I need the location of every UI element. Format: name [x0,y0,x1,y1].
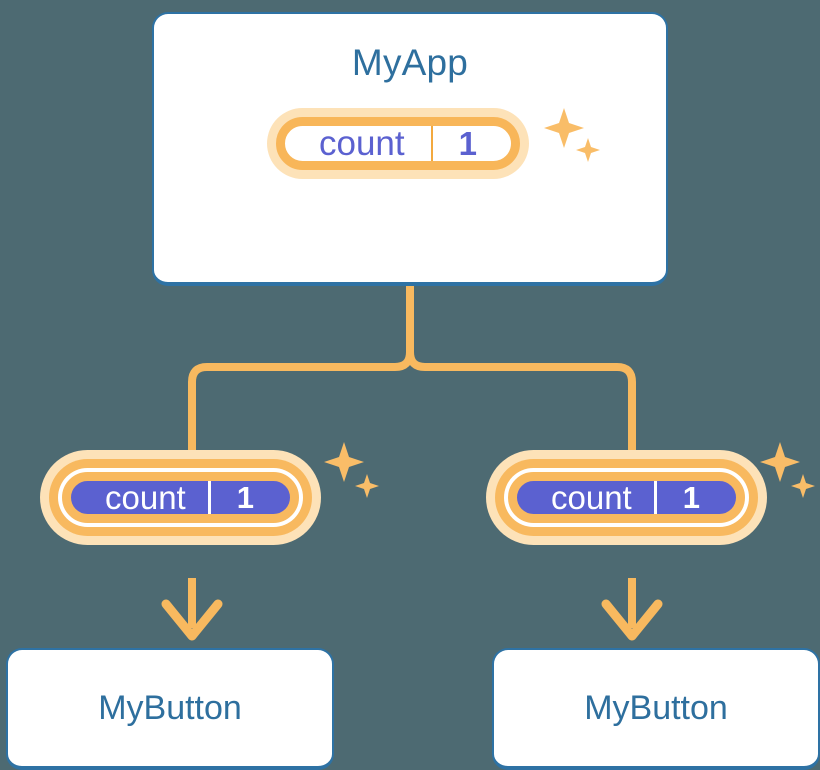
arrow-down-icon-left [161,599,223,641]
state-pill-myapp[interactable]: count 1 [276,117,520,209]
card-mybutton-title: MyButton [98,689,242,727]
state-pill-body: count 1 [276,117,520,170]
state-pill-body: count 1 [508,472,745,523]
sparkle-cluster-right [760,442,815,498]
state-pill-value: 1 [430,126,511,161]
state-pill-key: count [105,479,186,516]
arrow-down-icon-right [601,599,663,641]
sparkle-four-point-large-icon [324,442,364,482]
state-pill-value: 1 [207,481,290,514]
connector-tree-path-left [188,348,414,476]
sparkle-four-point-small-icon [791,474,815,498]
state-pill-key: count [551,479,632,516]
card-mybutton-right[interactable]: MyButton [492,648,820,770]
state-pill-key: count [319,124,405,163]
card-myapp-title: MyApp [351,42,469,83]
connector-tree-path [406,282,636,476]
sparkle-four-point-small-icon [355,474,379,498]
state-pill-child-left[interactable]: count 1 [62,472,299,554]
card-mybutton-left[interactable]: MyButton [6,648,334,770]
state-pill-body: count 1 [62,472,299,523]
sparkle-four-point-large-icon [760,442,800,482]
state-pill-child-right[interactable]: count 1 [508,472,745,554]
state-pill-value: 1 [653,481,736,514]
card-mybutton-title: MyButton [584,689,728,727]
sparkle-cluster-left [324,442,379,498]
